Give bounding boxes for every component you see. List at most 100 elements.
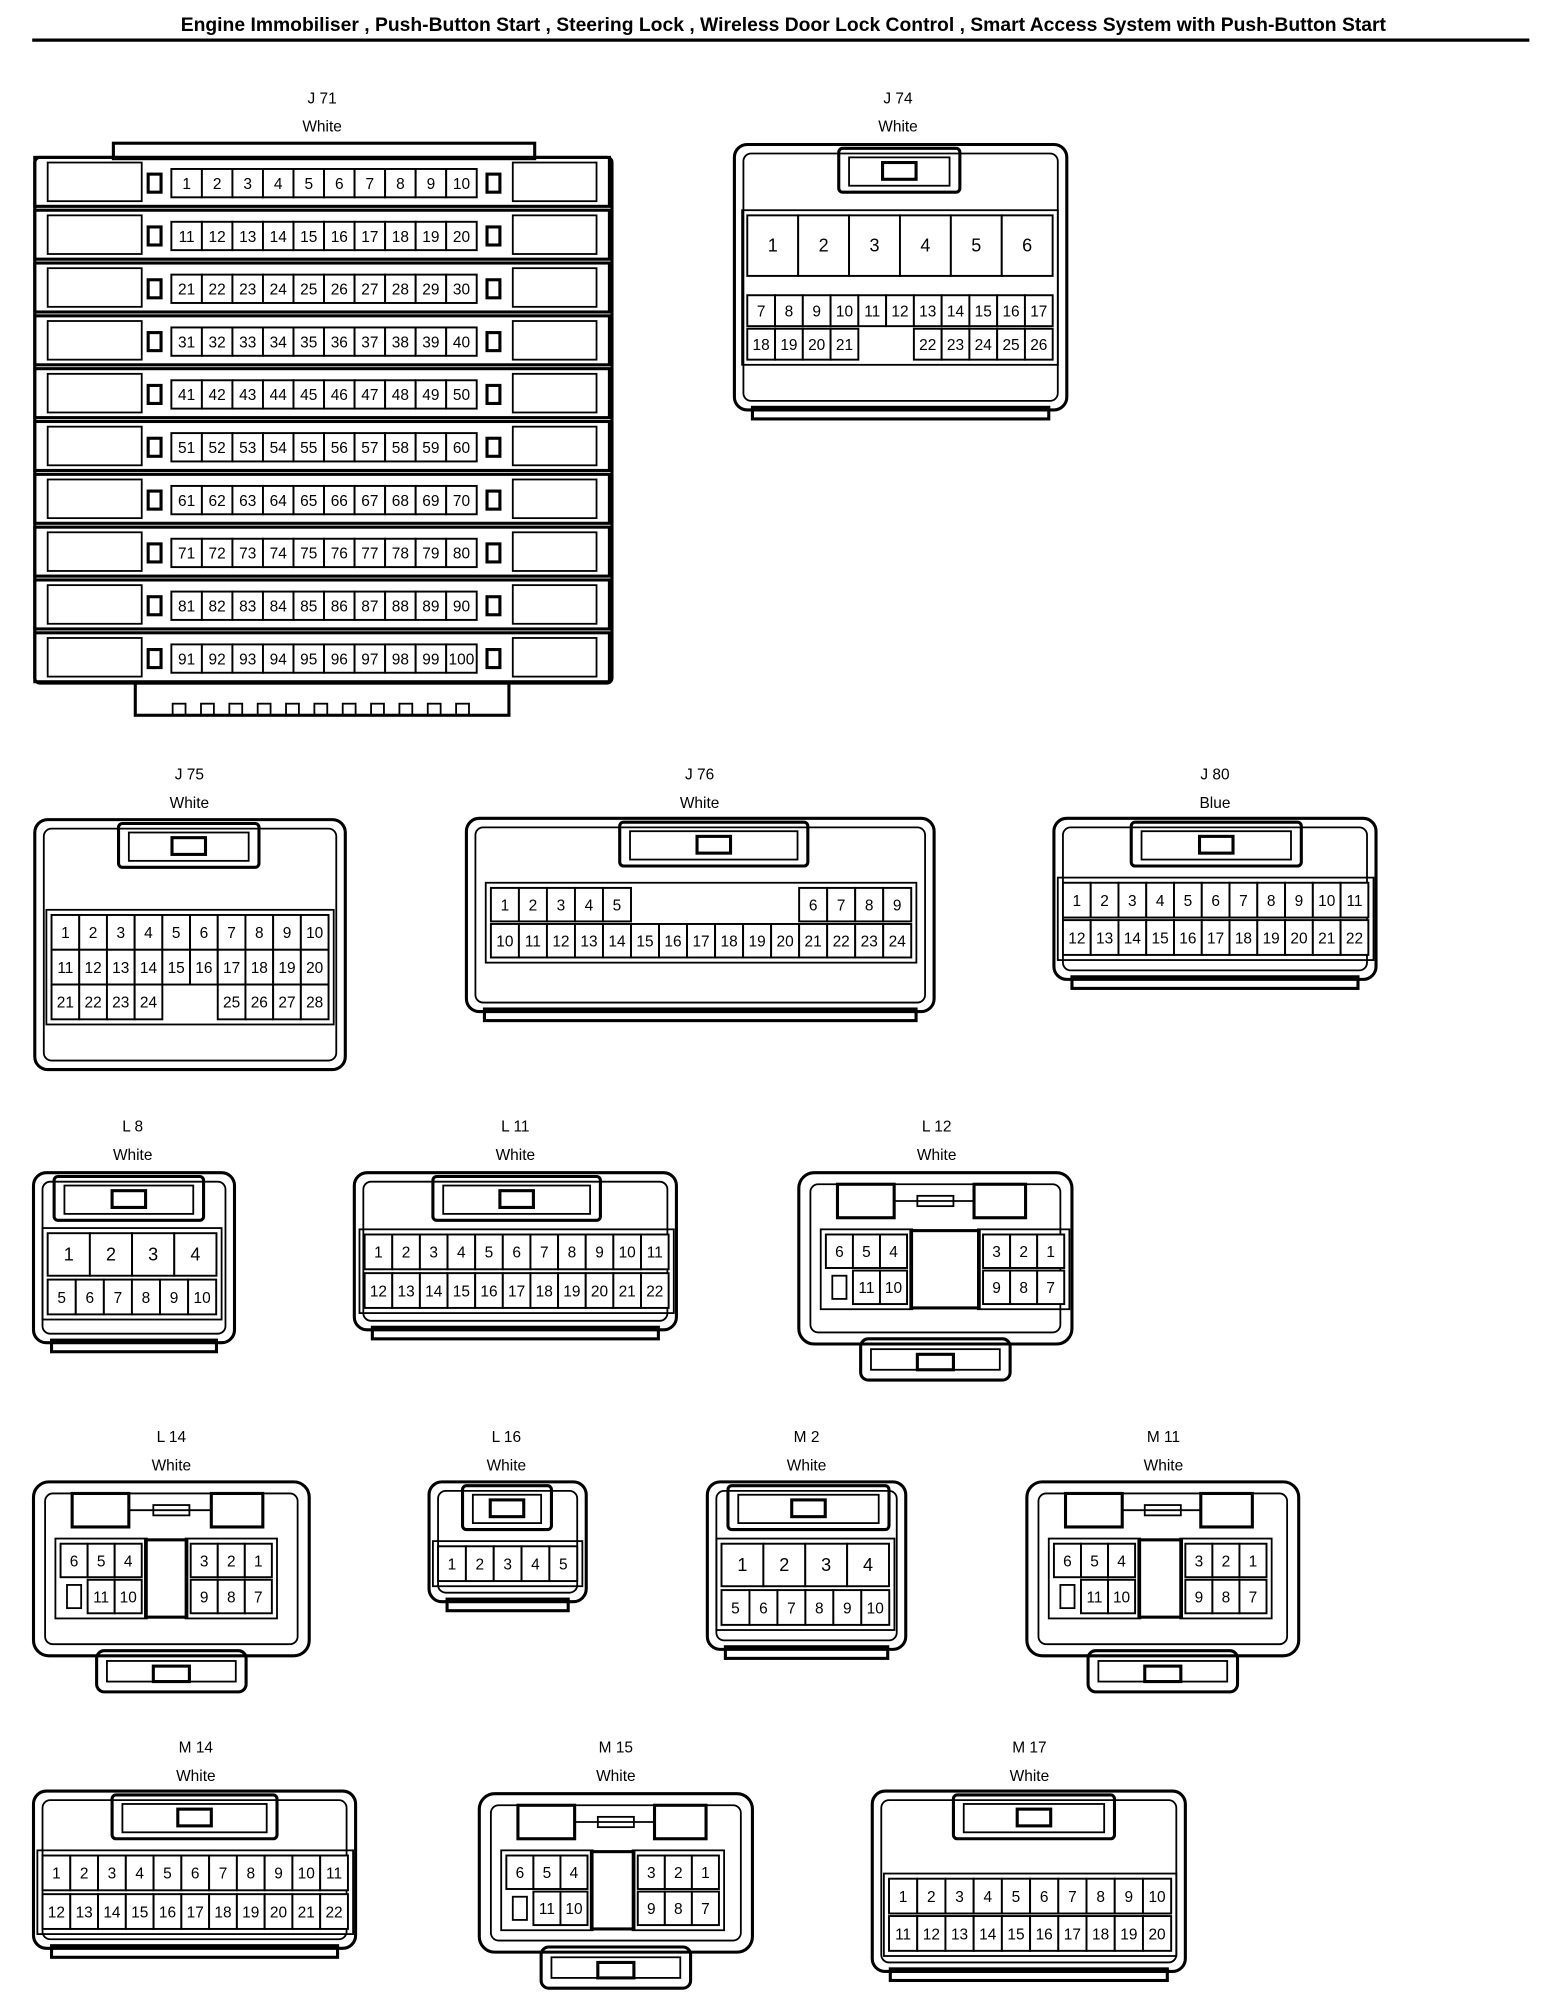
pin-cell <box>291 1854 322 1892</box>
pin-number: 16 <box>195 960 212 977</box>
pin-number: 18 <box>392 229 409 246</box>
pin-number: 12 <box>48 1904 65 1921</box>
pin-number: 26 <box>251 995 268 1012</box>
connector-name: M 2 <box>794 1429 820 1446</box>
pin-number: 4 <box>144 925 153 942</box>
pin-cell <box>746 214 800 277</box>
pin-number: 91 <box>178 651 195 668</box>
pin-cell <box>414 484 448 516</box>
pin-number: 14 <box>140 960 158 977</box>
pin-number: 17 <box>187 1904 204 1921</box>
pin-cell <box>1085 1915 1116 1952</box>
pin-number: 11 <box>93 1589 109 1606</box>
pin-number: 20 <box>808 337 825 354</box>
pin-cell <box>885 294 915 328</box>
pin-cell <box>1009 1269 1039 1306</box>
pin-number: 10 <box>565 1901 582 1918</box>
pin-number: 4 <box>585 897 594 914</box>
lock-slot <box>1059 1584 1076 1610</box>
pin-number: 3 <box>955 1889 964 1906</box>
pin-number: 7 <box>1046 1280 1055 1297</box>
pin-number: 10 <box>1318 893 1335 910</box>
pin-number: 71 <box>178 546 195 563</box>
pin-number: 5 <box>97 1553 106 1570</box>
pin-cell <box>261 220 295 252</box>
pin-cell <box>243 1542 273 1579</box>
pin-number: 15 <box>975 303 992 320</box>
pin-number: 19 <box>1120 1926 1137 1943</box>
pin-cell <box>208 1893 238 1930</box>
pin-cell <box>1284 919 1314 956</box>
pin-number: 2 <box>674 1865 683 1882</box>
pin-cell <box>1000 214 1054 277</box>
pin-number: 26 <box>331 282 348 299</box>
pin-number: 17 <box>692 934 709 951</box>
pin-number: 29 <box>422 282 439 299</box>
pin-cell <box>1057 1877 1088 1915</box>
pin-number: 12 <box>370 1283 387 1300</box>
pin-number: 18 <box>753 337 770 354</box>
pin-cell <box>996 294 1026 328</box>
pin-cell <box>263 1893 294 1930</box>
pin-number: 58 <box>392 440 409 457</box>
pin-number: 10 <box>619 1245 636 1262</box>
pin-number: 7 <box>1068 1889 1077 1906</box>
pin-number: 19 <box>563 1283 580 1300</box>
pin-number: 1 <box>448 1556 457 1573</box>
connector-color: White <box>152 1457 192 1474</box>
pin-cell <box>1339 919 1370 956</box>
pin-number: 22 <box>833 934 850 951</box>
pin-cell <box>860 1589 891 1626</box>
lock-slot <box>66 1584 83 1610</box>
pin-number: 16 <box>1002 303 1019 320</box>
pin-number: 74 <box>270 546 288 563</box>
pin-number: 7 <box>219 1866 228 1883</box>
pin-number: 8 <box>1267 893 1276 910</box>
pin-cell <box>801 327 832 361</box>
pin-number: 5 <box>485 1245 494 1262</box>
pin-number: 14 <box>947 303 965 320</box>
pin-cell <box>231 326 264 357</box>
pin-cell <box>445 537 478 569</box>
connector-name: M 15 <box>599 1739 633 1756</box>
pin-cell <box>573 886 604 923</box>
pin-number: 8 <box>142 1290 151 1307</box>
pin-cell <box>445 590 478 621</box>
pin-number: 22 <box>209 282 226 299</box>
pin-number: 7 <box>701 1901 710 1918</box>
pin-number: 2 <box>227 1553 236 1570</box>
pin-cell <box>882 886 913 923</box>
pin-number: 78 <box>392 546 409 563</box>
pin-cell <box>363 1233 394 1271</box>
pin-cell <box>445 326 478 357</box>
pin-cell <box>200 220 234 252</box>
pin-number: 1 <box>1046 1244 1055 1261</box>
pin-number: 21 <box>1318 930 1335 947</box>
pin-number: 33 <box>239 334 256 351</box>
pin-number: 5 <box>971 235 981 255</box>
pin-cell <box>353 379 387 410</box>
pin-cell <box>384 379 417 410</box>
pin-number: 15 <box>131 1904 148 1921</box>
pin-number: 17 <box>1030 303 1047 320</box>
lock-slot <box>511 1895 528 1921</box>
pin-number: 89 <box>422 599 439 616</box>
pin-cell <box>161 948 192 986</box>
pin-number: 3 <box>429 1245 438 1262</box>
pin-cell <box>244 948 275 986</box>
pin-cell <box>916 1877 947 1915</box>
pin-cell <box>1023 327 1054 361</box>
pin-cell <box>1228 919 1259 956</box>
pin-cell <box>602 886 632 923</box>
pin-number: 61 <box>178 493 195 510</box>
pin-number: 8 <box>1019 1280 1028 1297</box>
connector-name: L 16 <box>492 1429 522 1446</box>
pin-cell <box>720 1542 765 1588</box>
pin-number: 12 <box>891 303 908 320</box>
connector-name: L 12 <box>922 1118 952 1135</box>
pin-number: 7 <box>837 897 846 914</box>
